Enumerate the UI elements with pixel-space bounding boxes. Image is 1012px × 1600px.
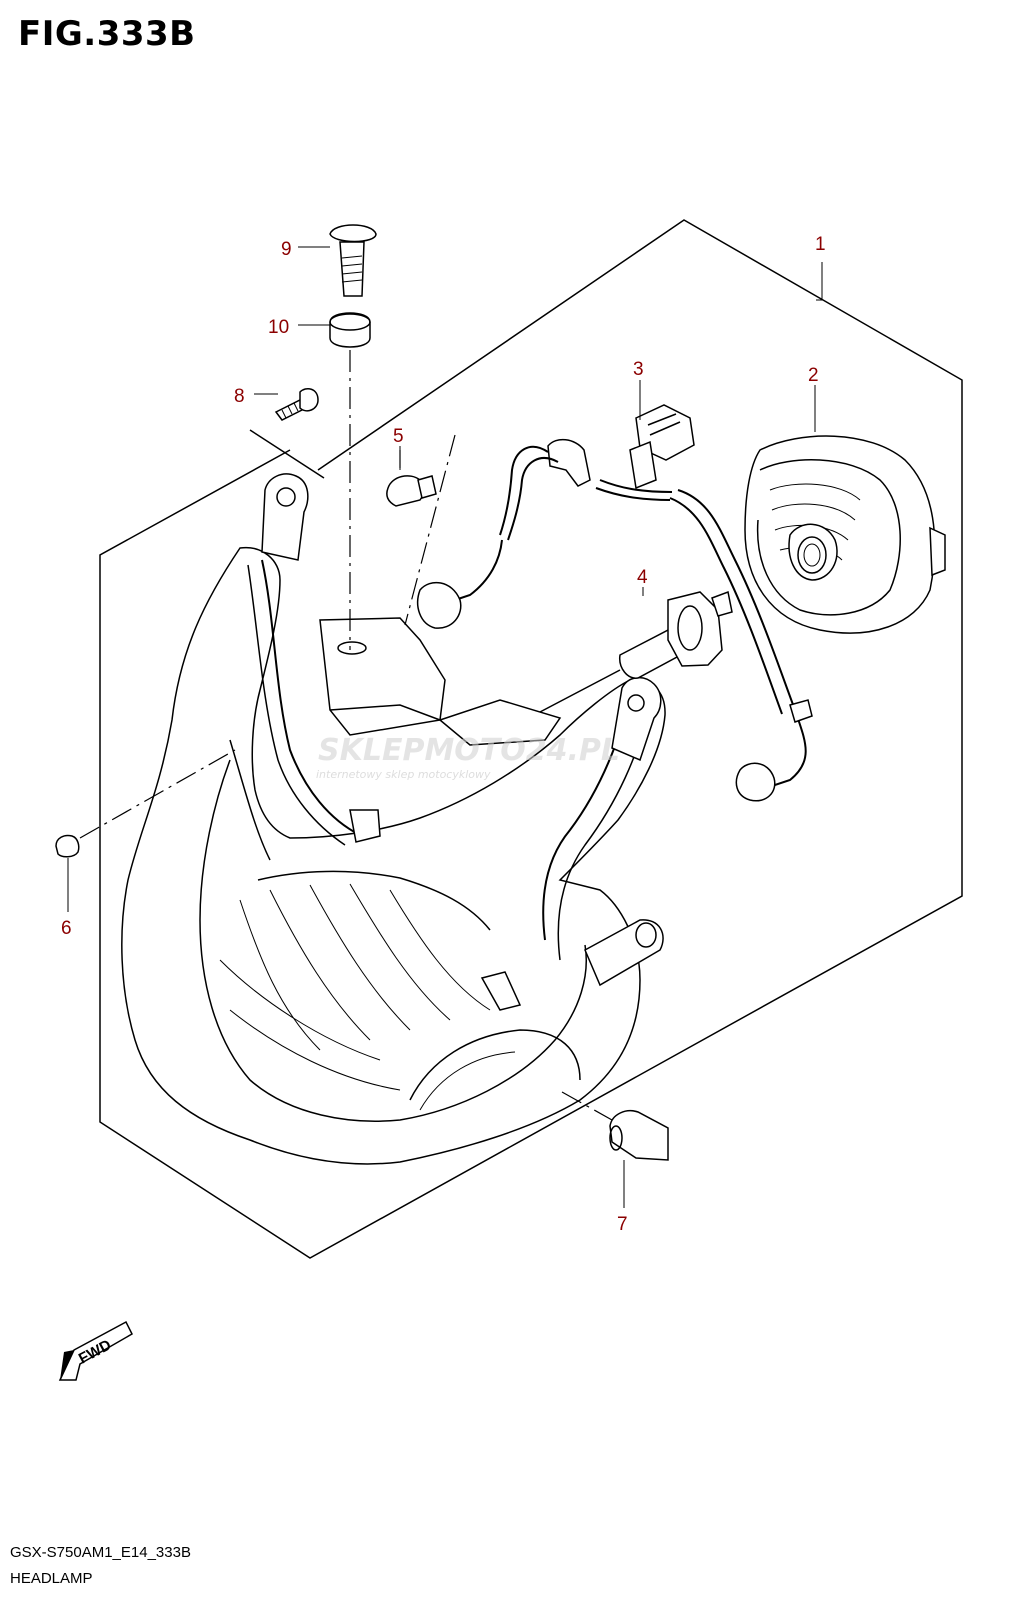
bolt <box>329 224 377 297</box>
headlamp-housing <box>121 473 666 1165</box>
position-bulb <box>386 434 456 626</box>
callout-4: 4 <box>637 567 648 588</box>
watermark: SKLEPMOTO24.PL internetowy sklep motocyk… <box>316 733 620 781</box>
callout-8: 8 <box>234 386 245 407</box>
callout-5: 5 <box>393 426 404 447</box>
callout-labels: 1 2 3 4 5 6 7 8 9 10 <box>61 234 826 1235</box>
leader-lines <box>67 246 823 1208</box>
grommet <box>329 312 371 650</box>
callout-1: 1 <box>815 234 826 255</box>
watermark-tagline: internetowy sklep motocyklowy <box>316 768 491 781</box>
watermark-brand: SKLEPMOTO24.PL <box>318 733 620 768</box>
wiring-harness <box>416 404 813 802</box>
callout-3: 3 <box>633 359 644 380</box>
callout-10: 10 <box>268 317 289 338</box>
callout-2: 2 <box>808 365 819 386</box>
headlamp-bulb <box>539 590 733 713</box>
callout-7: 7 <box>617 1214 628 1235</box>
grommet-cap <box>55 749 236 858</box>
figure-title: FIG.333B <box>18 14 196 54</box>
diagram-name: HEADLAMP <box>10 1570 93 1587</box>
forward-arrow-icon: FWD <box>58 1320 133 1381</box>
diagram-code: GSX-S750AM1_E14_333B <box>10 1544 191 1561</box>
socket-cover <box>744 435 946 634</box>
callout-9: 9 <box>281 239 292 260</box>
push-clip <box>561 1091 669 1161</box>
callout-6: 6 <box>61 918 72 939</box>
tapping-screw <box>274 387 319 421</box>
assembly-frame <box>99 219 963 1259</box>
